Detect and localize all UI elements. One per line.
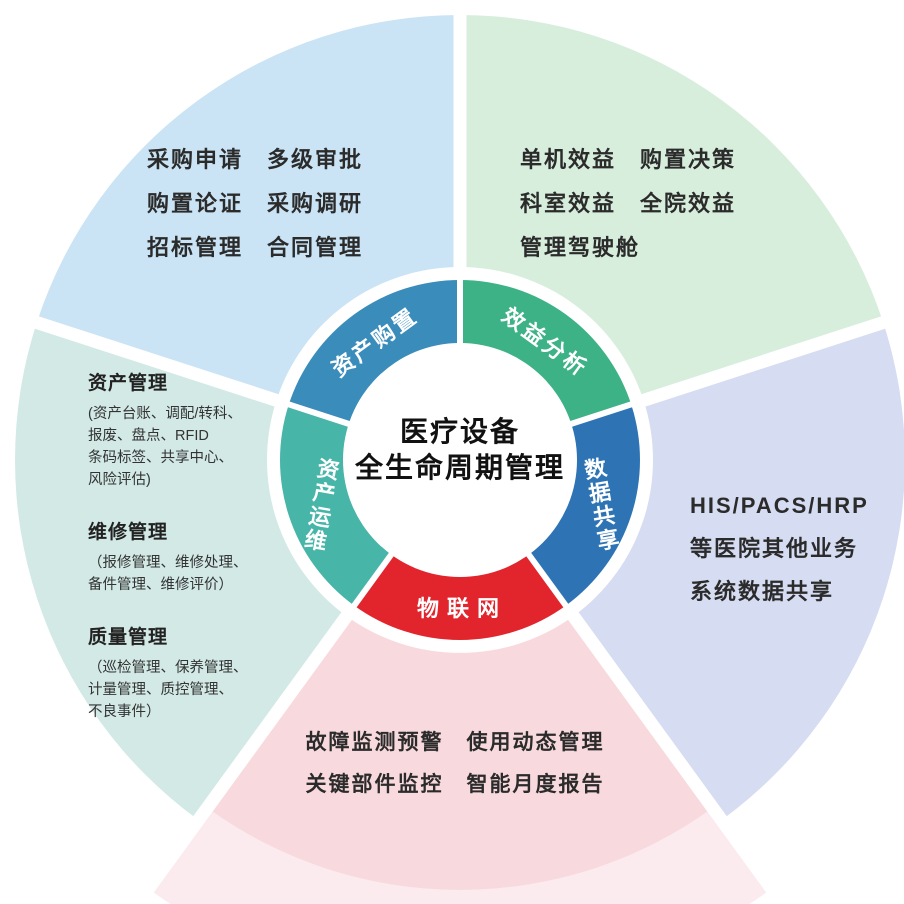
text-line: 关键部件监控 智能月度报告 (305, 773, 605, 796)
sector-iot (207, 616, 713, 890)
center-circle (343, 343, 577, 577)
group-detail-line: 不良事件） (88, 704, 161, 720)
ring-label-iot: 物联网 (416, 596, 508, 621)
text-line: 科室效益 全院效益 (520, 191, 737, 216)
center-title-line1: 医疗设备 (399, 416, 520, 447)
sector-text-iot: 故障监测预警 使用动态管理 关键部件监控 智能月度报告 (255, 722, 655, 806)
sector-data-sharing (573, 322, 904, 820)
text-line: HIS/PACS/HRP (690, 493, 869, 518)
group-detail-line: （巡检管理、保养管理、 (88, 660, 248, 676)
center-title: 医疗设备 全生命周期管理 (310, 414, 610, 486)
group-detail-line: 备件管理、维修评价） (88, 577, 233, 593)
text-line: 系统数据共享 (690, 579, 835, 604)
group-detail-line: 风险评估) (88, 472, 151, 488)
group-detail-line: 计量管理、质控管理、 (88, 682, 233, 698)
group-detail-line: (资产台账、调配/转科、 (88, 406, 242, 422)
ring-data-sharing (527, 404, 640, 606)
group-detail-line: 条码标签、共享中心、 (88, 450, 233, 466)
text-line: 招标管理 合同管理 (146, 235, 363, 260)
text-line: 采购申请 多级审批 (146, 147, 363, 172)
group-detail-line: （报修管理、维修处理、 (88, 555, 248, 571)
operations-group-asset: 资产管理 (资产台账、调配/转科、 报废、盘点、RFID 条码标签、共享中心、 … (88, 368, 303, 491)
group-title: 维修管理 (88, 522, 169, 543)
ring-asset-acquisition (288, 280, 460, 425)
operations-group-quality: 质量管理 （巡检管理、保养管理、 计量管理、质控管理、 不良事件） (88, 622, 303, 723)
text-line: 单机效益 购置决策 (520, 147, 737, 172)
text-line: 故障监测预警 使用动态管理 (305, 731, 605, 754)
sector-text-operations: 资产管理 (资产台账、调配/转科、 报废、盘点、RFID 条码标签、共享中心、 … (88, 368, 303, 749)
sector-benefit-analysis (460, 15, 884, 401)
sector-asset-acquisition (36, 15, 461, 401)
operations-group-maintenance: 维修管理 （报修管理、维修处理、 备件管理、维修评价） (88, 517, 303, 596)
sector-asset-operations (15, 322, 347, 820)
sector-text-acquisition: 采购申请 多级审批 购置论证 采购调研 招标管理 合同管理 (105, 138, 405, 270)
sector-text-benefit: 单机效益 购置决策 科室效益 全院效益 管理驾驶舱 (520, 138, 840, 270)
text-line: 等医院其他业务 (690, 536, 859, 561)
group-title: 质量管理 (88, 627, 169, 648)
ring-asset-operations (280, 404, 393, 606)
center-title-line2: 全生命周期管理 (354, 452, 565, 483)
sector-text-data-sharing: HIS/PACS/HRP 等医院其他业务 系统数据共享 (690, 484, 900, 613)
ring-benefit-analysis (460, 280, 632, 425)
group-detail-line: 报废、盘点、RFID (88, 428, 209, 444)
text-line: 购置论证 采购调研 (146, 191, 363, 216)
iot-sector-extension (148, 807, 772, 904)
group-title: 资产管理 (88, 373, 169, 394)
ring-iot (354, 553, 566, 640)
text-line: 管理驾驶舱 (520, 235, 641, 260)
